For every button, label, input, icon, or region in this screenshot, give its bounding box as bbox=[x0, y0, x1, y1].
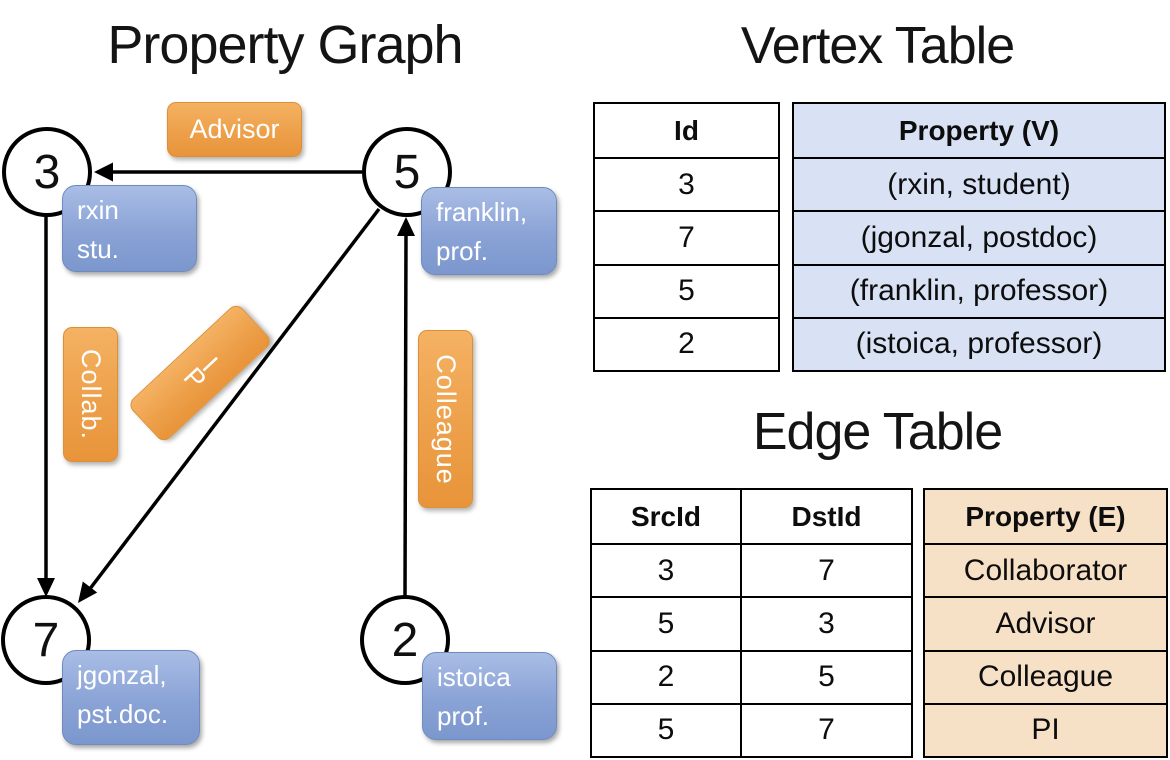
node-2-id: 2 bbox=[391, 613, 419, 667]
edge-table-dst-cell: 3 bbox=[740, 596, 911, 650]
edge-colleague-line bbox=[403, 233, 408, 597]
vertex-table-property-cell: (franklin, professor) bbox=[794, 263, 1164, 317]
node-3-id: 3 bbox=[33, 145, 61, 199]
edge-table-property-column: Property (E) Collaborator Advisor Collea… bbox=[923, 488, 1168, 758]
node-5-property-line1: franklin, bbox=[436, 197, 528, 227]
edge-table-src-cell: 2 bbox=[592, 649, 740, 703]
property-graph-title: Property Graph bbox=[107, 15, 463, 75]
vertex-table-id-cell: 5 bbox=[595, 263, 778, 317]
edge-table-id-columns: SrcId DstId 3 7 5 3 2 5 5 7 bbox=[590, 488, 913, 758]
edge-label-collab-text: Collab. bbox=[76, 348, 107, 441]
edge-collab-arrowhead bbox=[37, 578, 55, 597]
edge-table-header-property: Property (E) bbox=[965, 500, 1126, 532]
edge-label-collab: Collab. bbox=[63, 327, 118, 462]
edge-table-src-cell: 3 bbox=[592, 543, 740, 596]
node-2-property-line2: prof. bbox=[437, 701, 490, 731]
node-7-property-box: jgonzal, pst.doc. bbox=[62, 650, 200, 745]
edge-table-property-cell: Colleague bbox=[925, 649, 1166, 703]
vertex-table-property-cell: (istoica, professor) bbox=[794, 316, 1164, 370]
vertex-table-header-id: Id bbox=[674, 114, 699, 146]
vertex-table-id-cell: 7 bbox=[595, 210, 778, 263]
node-5-id: 5 bbox=[393, 145, 421, 199]
edge-label-advisor-text: Advisor bbox=[189, 114, 280, 144]
edge-table-dst-cell: 7 bbox=[740, 543, 911, 597]
node-7-property-line2: pst.doc. bbox=[77, 699, 169, 729]
edge-advisor-arrowhead bbox=[94, 162, 113, 182]
node-5-property-line2: prof. bbox=[436, 236, 489, 266]
edge-table-property-cell: Advisor bbox=[925, 596, 1166, 649]
edge-table-property-cell: PI bbox=[925, 702, 1166, 756]
edge-table-header-srcid: SrcId bbox=[630, 500, 702, 532]
edge-label-advisor: Advisor bbox=[167, 102, 302, 157]
edge-colleague-arrowhead bbox=[397, 217, 415, 236]
vertex-table-title: Vertex Table bbox=[740, 17, 1015, 75]
edge-table-src-cell: 5 bbox=[592, 596, 740, 649]
vertex-table-id-cell: 2 bbox=[595, 316, 778, 370]
node-7-id: 7 bbox=[32, 613, 60, 667]
node-3-circle: 3 bbox=[2, 127, 92, 217]
edge-pi-arrowhead bbox=[78, 581, 98, 603]
edge-table-header-dstid: DstId bbox=[740, 490, 911, 544]
node-3-property-box: rxin stu. bbox=[62, 185, 197, 272]
node-3-property-line1: rxin bbox=[77, 195, 119, 225]
edge-table-dst-cell: 7 bbox=[740, 702, 911, 756]
edge-label-colleague-text: Colleague bbox=[431, 353, 461, 485]
edge-table-property-cell: Collaborator bbox=[925, 543, 1166, 596]
node-2-property-line1: istoica bbox=[437, 662, 511, 692]
edge-table-src-cell: 5 bbox=[592, 702, 740, 756]
node-5-property-box: franklin, prof. bbox=[421, 187, 557, 275]
node-7-property-line1: jgonzal, bbox=[77, 660, 167, 690]
vertex-table-property-column: Property (V) (rxin, student) (jgonzal, p… bbox=[792, 102, 1166, 372]
vertex-table-id-column: Id 3 7 5 2 bbox=[593, 102, 780, 372]
vertex-table-property-cell: (jgonzal, postdoc) bbox=[794, 210, 1164, 263]
edge-label-colleague: Colleague bbox=[418, 330, 473, 508]
node-3-property-line2: stu. bbox=[77, 234, 119, 264]
vertex-table-header-property: Property (V) bbox=[898, 114, 1060, 146]
vertex-table-property-cell: (rxin, student) bbox=[794, 157, 1164, 210]
edge-table-dst-cell: 5 bbox=[740, 649, 911, 703]
edge-table-title: Edge Table bbox=[752, 403, 1003, 461]
node-2-property-box: istoica prof. bbox=[422, 652, 557, 740]
vertex-table-id-cell: 3 bbox=[595, 157, 778, 210]
node-2-circle: 2 bbox=[360, 595, 450, 685]
edge-pi-line bbox=[84, 207, 381, 596]
